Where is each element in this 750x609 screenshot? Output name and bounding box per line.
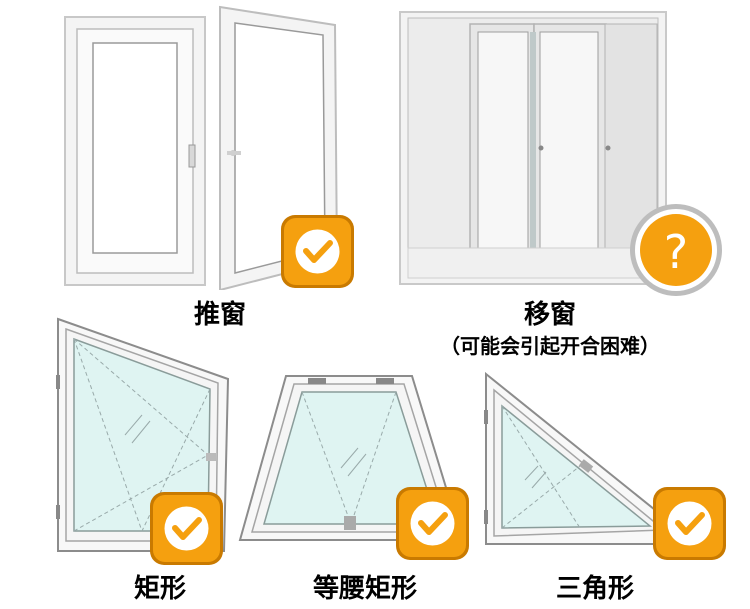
label-isosceles: 等腰矩形	[312, 574, 417, 604]
label-sliding: 移窗	[523, 300, 576, 330]
label-rectangle: 矩形	[133, 574, 186, 604]
check-badge-icon	[150, 492, 223, 565]
label-triangle: 三角形	[555, 574, 634, 604]
label-sliding-note: （可能会引起开合困难）	[440, 334, 660, 358]
check-badge-icon	[396, 487, 469, 560]
triangle-window-image	[484, 371, 681, 545]
label-casement: 推窗	[193, 300, 246, 330]
sliding-window-image	[399, 11, 667, 285]
check-badge-icon	[653, 487, 726, 560]
question-badge-icon: ?	[630, 204, 722, 296]
casement-window-image	[64, 5, 339, 290]
question-mark: ?	[664, 225, 688, 279]
check-badge-icon	[281, 215, 354, 288]
